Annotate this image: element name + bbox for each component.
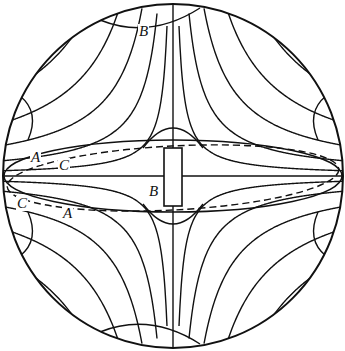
field-line	[2, 181, 167, 326]
field-line	[2, 14, 157, 161]
point-label: C	[16, 196, 28, 211]
field-line	[33, 276, 74, 317]
dashed-ellipse	[6, 137, 341, 218]
field-line	[2, 191, 157, 338]
field-line	[179, 26, 344, 171]
field-line	[179, 181, 344, 326]
field-line	[189, 14, 344, 161]
point-label: B	[138, 24, 149, 39]
equator-ellipse	[4, 140, 342, 212]
field-line	[204, 8, 341, 145]
field-loop	[143, 128, 203, 148]
field-line	[100, 8, 200, 28]
field-line	[189, 191, 344, 338]
field-line	[204, 207, 341, 344]
point-label: A	[30, 150, 41, 165]
field-line	[272, 35, 313, 76]
field-line	[33, 35, 74, 76]
field-line	[100, 324, 200, 344]
point-label: B	[148, 184, 159, 199]
point-label: A	[62, 206, 73, 221]
sphere-outline	[3, 4, 343, 348]
field-line	[20, 96, 33, 140]
field-line	[314, 212, 327, 256]
field-line	[314, 96, 327, 140]
point-label: C	[58, 158, 70, 173]
field-line	[5, 207, 142, 344]
field-line	[5, 8, 142, 145]
field-line	[20, 212, 33, 256]
bar-magnet	[164, 148, 182, 206]
field-line	[2, 26, 167, 171]
field-loop	[143, 204, 203, 224]
field-line	[272, 276, 313, 317]
